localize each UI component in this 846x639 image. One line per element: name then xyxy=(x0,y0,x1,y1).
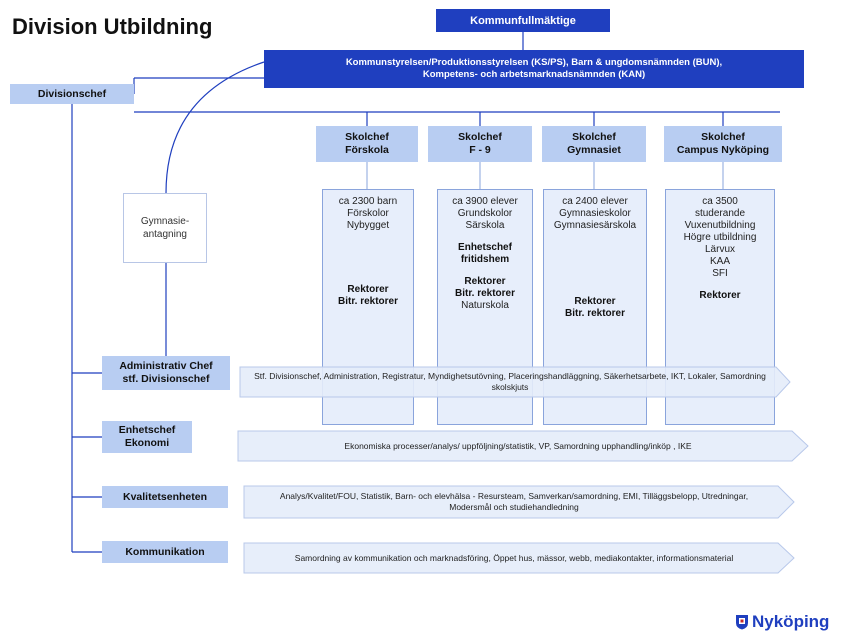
column-text: ca 3500 xyxy=(702,196,738,207)
logo-text: Nyköping xyxy=(752,612,830,631)
staff-label: Enhetschef xyxy=(118,424,176,436)
kvalitet-arrow-text: Analys/Kvalitet/FOU, Statistik, Barn- oc… xyxy=(279,491,749,512)
column-text: KAA xyxy=(709,256,730,267)
kommunikation-arrow-text: Samordning av kommunikation och marknads… xyxy=(294,552,734,563)
column-text: ca 3900 elever xyxy=(452,196,518,207)
styrelser-box: Kommunstyrelsen/Produktionsstyrelsen (KS… xyxy=(264,50,804,88)
staff-label: Administrativ Chef xyxy=(119,360,213,372)
column-text: Vuxenutbildning xyxy=(684,220,756,231)
column-text: Förskolor xyxy=(347,208,389,219)
staff-sublabel: stf. Divisionschef xyxy=(122,373,210,385)
nykoping-logo: Nyköping xyxy=(735,612,829,632)
column-bold-text: Enhetschef xyxy=(458,242,512,253)
ekonomi-arrow-text: Ekonomiska processer/analys/ uppföljning… xyxy=(344,440,692,451)
skolchef-unit: F - 9 xyxy=(469,144,491,156)
column-text: Särskola xyxy=(465,220,505,231)
skolchef-label: Skolchef xyxy=(345,131,389,143)
column-text: studerande xyxy=(694,208,746,219)
column-text: ca 2400 elever xyxy=(562,196,628,207)
kvalitetsenheten-box: Kvalitetsenheten xyxy=(102,486,228,508)
coat-of-arms-icon xyxy=(736,615,748,630)
column-text: Högre utbildning xyxy=(683,232,757,243)
column-text: Gymnasieskolor xyxy=(559,208,631,219)
column-text: Gymnasiesärskola xyxy=(553,220,637,231)
skolchef-unit: Förskola xyxy=(345,144,389,156)
column-text: Lärvux xyxy=(704,244,735,255)
column-bold-text: fritidshem xyxy=(460,254,510,265)
page-title: Division Utbildning xyxy=(12,14,213,39)
skolchef-unit: Campus Nyköping xyxy=(676,144,770,156)
column-bold-text: Rektorer xyxy=(574,296,616,307)
kommunfullmaktige-box: Kommunfullmäktige xyxy=(436,9,610,32)
column-text: SFI xyxy=(712,268,728,279)
skolchef-label: Skolchef xyxy=(458,131,502,143)
styrelser-line2: Kompetens- och arbetsmarknadsnämnden (KA… xyxy=(422,69,646,80)
column-text: Grundskolor xyxy=(457,208,513,219)
column-text: ca 2300 barn xyxy=(338,196,398,207)
gymnasieantagning-label: Gymnasie- antagning xyxy=(140,216,190,240)
column-bold-text: Bitr. rektorer xyxy=(454,288,516,299)
kommunikation-box: Kommunikation xyxy=(102,541,228,563)
column-text: Nybygget xyxy=(346,220,390,231)
staff-sublabel: Ekonomi xyxy=(124,437,170,449)
gymnasieantagning-box: Gymnasie- antagning xyxy=(123,193,207,263)
skolchef-label: Skolchef xyxy=(701,131,745,143)
column-bold-text: Rektorer xyxy=(464,276,506,287)
admin-arrow-text: Stf. Divisionschef, Administration, Regi… xyxy=(254,371,766,392)
column-bold-text: Bitr. rektorer xyxy=(337,296,399,307)
skolchef-label: Skolchef xyxy=(572,131,616,143)
divisionschef-box: Divisionschef xyxy=(10,84,134,104)
skolchef-unit: Gymnasiet xyxy=(567,144,621,156)
styrelser-line1: Kommunstyrelsen/Produktionsstyrelsen (KS… xyxy=(345,57,723,68)
column-bold-text: Rektorer xyxy=(347,284,389,295)
column-bold-text: Rektorer xyxy=(699,290,741,301)
column-text: Naturskola xyxy=(461,300,509,311)
column-bold-text: Bitr. rektorer xyxy=(564,308,626,319)
